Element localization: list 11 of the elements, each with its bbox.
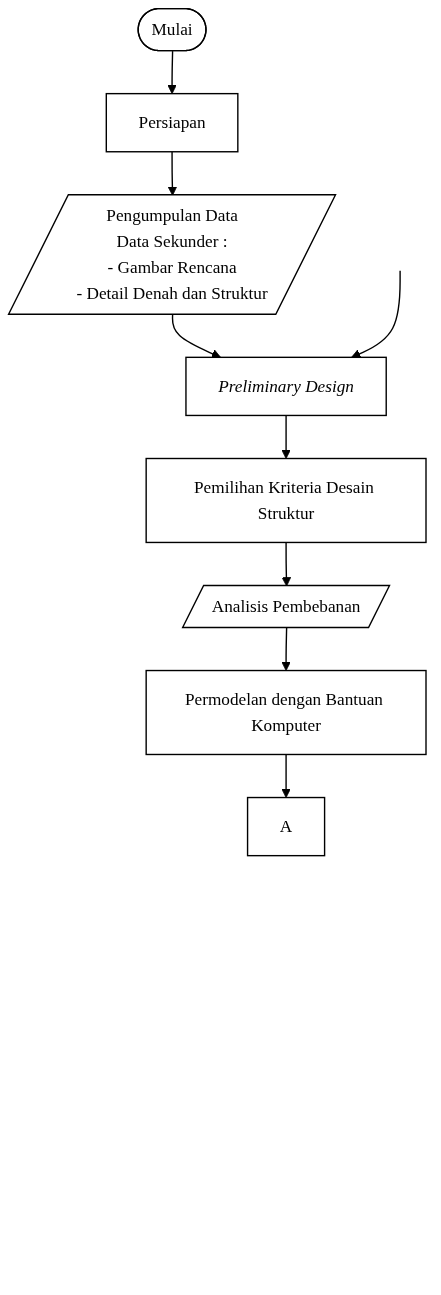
arrow	[281, 753, 291, 798]
node-box: Preliminary Design	[185, 356, 387, 417]
arrow	[281, 414, 291, 459]
arrow	[167, 50, 177, 95]
node-box: Persiapan	[105, 92, 239, 153]
arrow	[171, 314, 221, 359]
arrow	[351, 270, 401, 359]
arrow	[281, 627, 291, 671]
node-box: Permodelan dengan Bantuan Komputer	[145, 669, 427, 756]
node-box: Pemilihan Kriteria Desain Struktur	[145, 457, 427, 544]
node-box: A	[246, 796, 326, 857]
